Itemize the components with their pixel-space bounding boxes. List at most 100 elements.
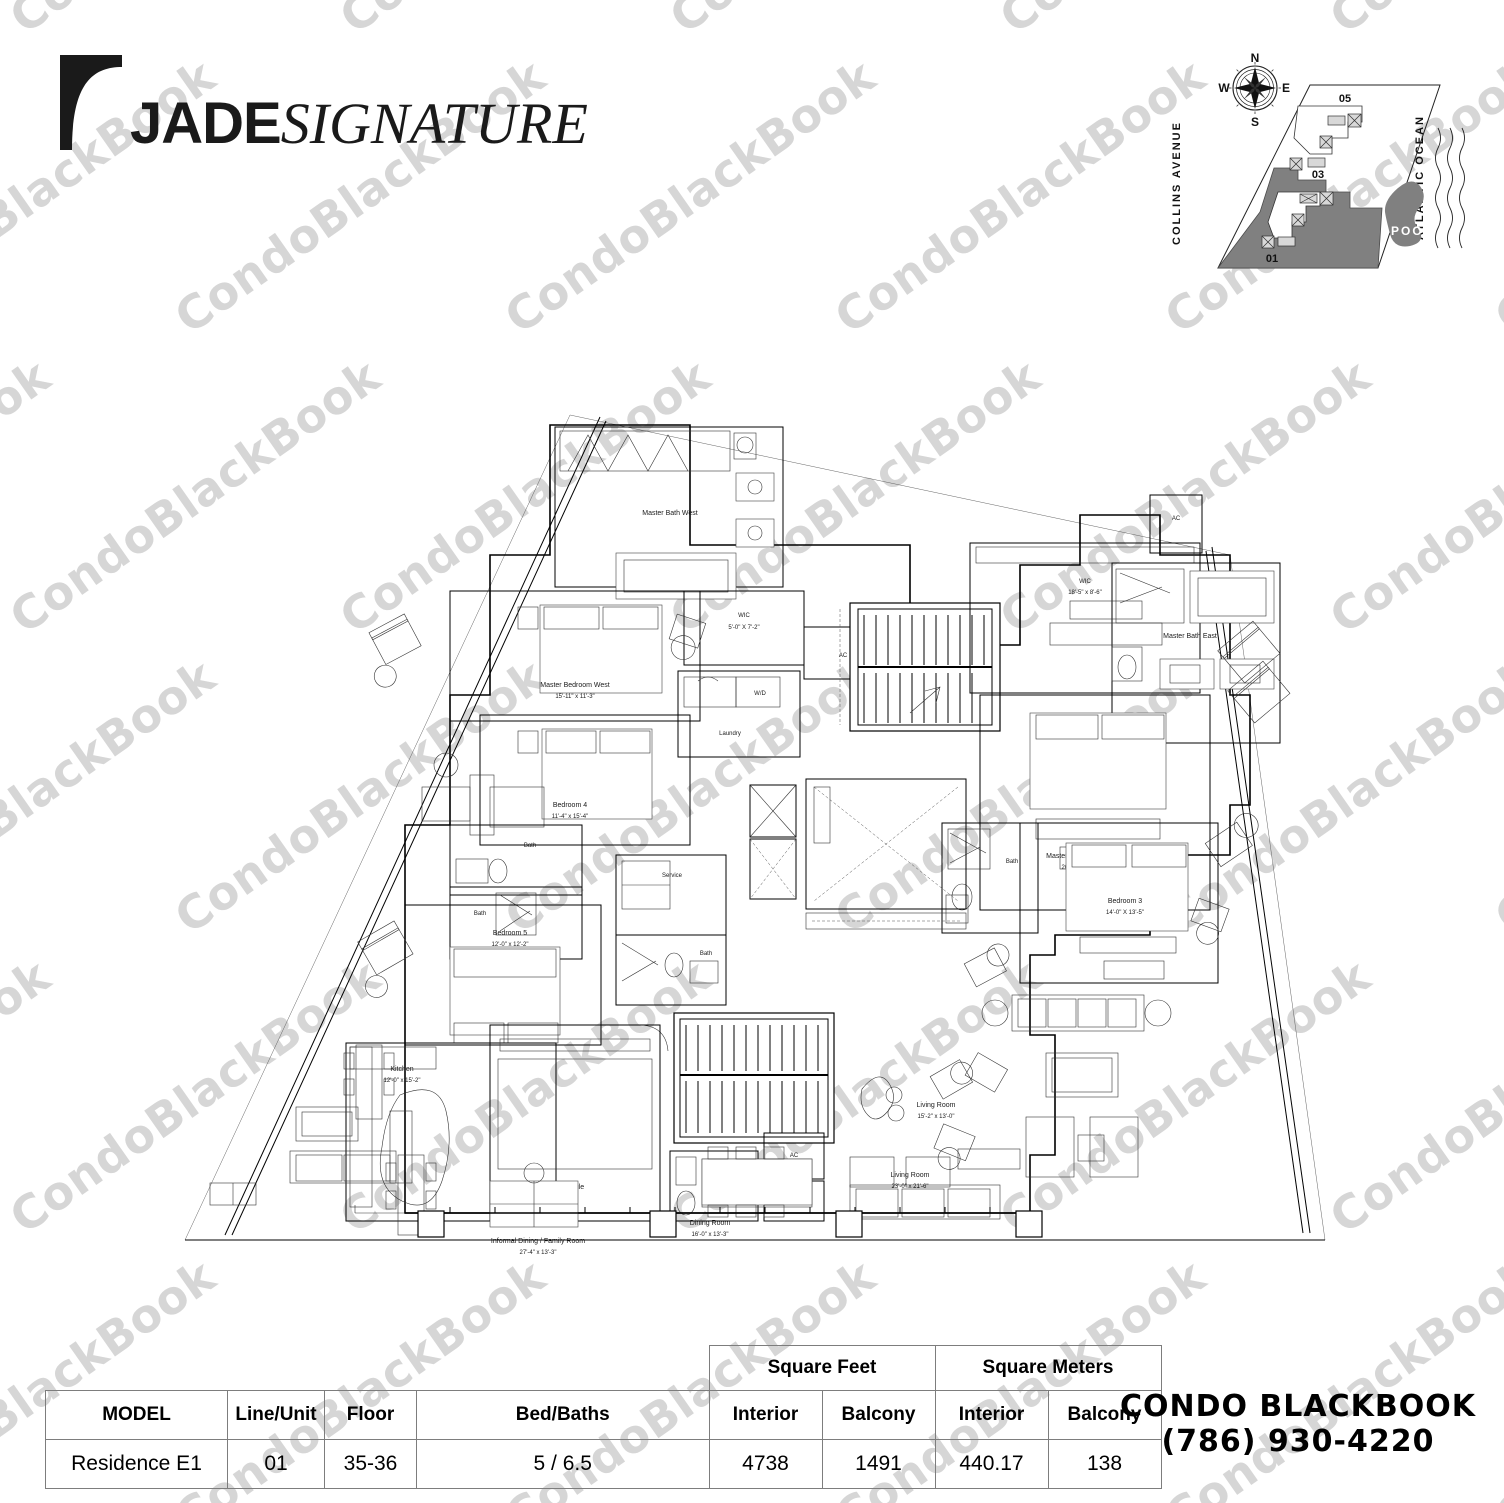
compass-north-label: N	[1251, 51, 1260, 65]
east-lounge-furniture	[950, 943, 1172, 1178]
room-master-bedroom-east	[979, 600, 1291, 911]
site-unit-label-03: 03	[1312, 169, 1324, 181]
column-header-model: MODEL	[45, 1390, 228, 1440]
watermark-text: CondoBlackBook	[0, 0, 390, 44]
column-header-bed-baths: Bed/Baths	[416, 1390, 710, 1440]
column-header-sf-interior: Interior	[708, 1390, 823, 1440]
room-bedroom-3	[1019, 813, 1259, 984]
room-dim-bedroom-3: 14'-0" X 13'-5"	[1106, 910, 1144, 916]
compass-west-label: W	[1218, 81, 1230, 95]
cell-sf-balcony: 1491	[821, 1439, 936, 1489]
room-informal-dining-family	[385, 1154, 579, 1236]
watermark-text: CondoBlackBook	[1320, 0, 1504, 44]
room-label-living-room-large: Living Room	[891, 1172, 930, 1179]
room-label-bath-2: Bath	[474, 911, 486, 917]
room-bath-bedroom4	[449, 824, 583, 896]
room-label-bedroom-3: Bedroom 3	[1108, 898, 1142, 905]
room-label-wic-east: WIC	[1079, 579, 1091, 585]
cell-sm-interior: 440.17	[934, 1439, 1049, 1489]
room-dining-room	[701, 1146, 813, 1218]
logo-swoosh-icon	[60, 55, 122, 150]
room-label-living-room-small: Living Room	[917, 1102, 956, 1109]
room-label-wic-west: WIC	[738, 613, 750, 619]
room-label-master-bath-east: Master Bath East	[1163, 633, 1217, 640]
room-bedroom-4	[421, 714, 691, 846]
watermark-text: CondoBlackBook	[0, 0, 60, 44]
room-dim-informal-dining: 27'-4" x 13'-3"	[520, 1250, 557, 1256]
room-dim-master-bedroom-west: 15'-11" x 11'-3"	[555, 694, 594, 700]
ocean-waves-icon	[1435, 127, 1465, 249]
room-ac-east	[1149, 494, 1203, 554]
room-laundry	[677, 670, 801, 758]
watermark-text: CondoBlackBook	[1485, 1248, 1504, 1503]
room-dim-bedroom-5: 12'-0" x 12'-2"	[492, 942, 529, 948]
balcony-boundary	[184, 414, 1326, 1241]
unit-envelope	[404, 424, 1251, 1214]
group-header-square-meters: Square Meters	[934, 1345, 1162, 1391]
room-kitchen	[345, 1042, 557, 1222]
room-label-ac-west: AC	[839, 653, 848, 659]
compass-south-label: S	[1251, 115, 1259, 129]
cell-line-unit: 01	[227, 1439, 325, 1489]
watermark-text: CondoBlackBook	[1485, 648, 1504, 945]
room-dim-living-room-small: 15'-2" x 13'-0"	[918, 1114, 955, 1120]
collins-avenue-label: COLLINS AVENUE	[1171, 121, 1183, 245]
room-label-dining-room: Dining Room	[690, 1220, 731, 1227]
watermark-text: CondoBlackBook	[1485, 48, 1504, 345]
watermark-text: CondoBlackBook	[0, 948, 60, 1245]
cell-model: Residence E1	[45, 1439, 228, 1489]
watermark-text: CondoBlackBook	[990, 0, 1380, 44]
watermark-text: CondoBlackBook	[660, 0, 1050, 44]
condo-blackbook-brand: CONDO BLACKBOOK (786) 930-4220	[1119, 1389, 1476, 1459]
cell-sf-interior: 4738	[708, 1439, 823, 1489]
column-header-line-unit: Line/Unit	[227, 1390, 325, 1440]
company-name: CONDO BLACKBOOK	[1119, 1389, 1476, 1424]
cell-sm-balcony: 138	[1047, 1439, 1162, 1489]
watermark-text: CondoBlackBook	[1155, 1248, 1504, 1503]
room-label-kitchen: Kitchen	[390, 1066, 413, 1073]
watermark-text: CondoBlackBook	[330, 0, 720, 44]
compass-rose-icon	[1229, 62, 1281, 114]
pool-label: POOL	[1391, 224, 1433, 238]
room-label-laundry: Laundry	[719, 731, 741, 737]
room-master-bedroom-west	[368, 590, 707, 722]
watermark-text: CondoBlackBook	[0, 348, 60, 645]
logo-secondary-text: SIGNATURE	[280, 90, 588, 156]
room-living-room-small	[860, 1059, 976, 1170]
column-header-sm-interior: Interior	[934, 1390, 1049, 1440]
room-label-bath-east: Bath	[1006, 859, 1018, 865]
glass-wall-mullions	[405, 1207, 1043, 1238]
terrace-furniture-west	[209, 1044, 413, 1206]
room-dim-wic-east: 18'-5" x 8'-6"	[1068, 590, 1102, 596]
room-label-master-bedroom-west: Master Bedroom West	[540, 682, 610, 689]
jade-signature-logo: JADESIGNATURE	[60, 55, 588, 152]
table-row: Residence E1 01 35-36 5 / 6.5 4738 1491 …	[45, 1439, 1162, 1489]
site-unit-label-01: 01	[1266, 253, 1278, 265]
room-label-bedroom-5: Bedroom 5	[493, 930, 527, 937]
room-label-informal-dining: Informal Dining / Family Room	[491, 1238, 585, 1245]
cell-floor: 35-36	[324, 1439, 417, 1489]
elevator-core	[749, 778, 967, 930]
stair-lower	[641, 1012, 835, 1144]
room-bedroom-5	[357, 904, 602, 1046]
room-dim-kitchen: 12'-0" x 15'-2"	[384, 1078, 421, 1084]
column-header-sf-balcony: Balcony	[821, 1390, 936, 1440]
room-dim-bedroom-4: 11'-4" x 15'-4"	[552, 814, 588, 820]
room-bath-east	[941, 822, 1039, 934]
room-label-master-bath-west: Master Bath West	[642, 510, 698, 517]
room-label-ac-lower: AC	[790, 1153, 799, 1159]
room-label-ac-east: AC	[1172, 516, 1181, 522]
cell-bed-baths: 5 / 6.5	[416, 1439, 710, 1489]
room-label-bath-1: Bath	[524, 843, 536, 849]
group-header-square-feet: Square Feet	[708, 1345, 936, 1391]
room-label-wd: W/D	[754, 691, 766, 697]
company-phone: (786) 930-4220	[1161, 1423, 1435, 1459]
floor-plan-drawing: .w { fill:none; stroke:#000; stroke-widt…	[150, 395, 1360, 1265]
column-header-sm-balcony: Balcony	[1047, 1390, 1162, 1440]
stair-upper	[839, 602, 1001, 732]
room-label-bedroom-4: Bedroom 4	[553, 802, 587, 809]
room-dim-dining-room: 16'-0" x 13'-3"	[692, 1232, 729, 1238]
room-living-room-large	[849, 1148, 1021, 1220]
key-plan: N S E W COLLINS AVENUE ATLANTIC OCEAN	[1150, 40, 1480, 305]
pool-shape	[1384, 181, 1424, 247]
